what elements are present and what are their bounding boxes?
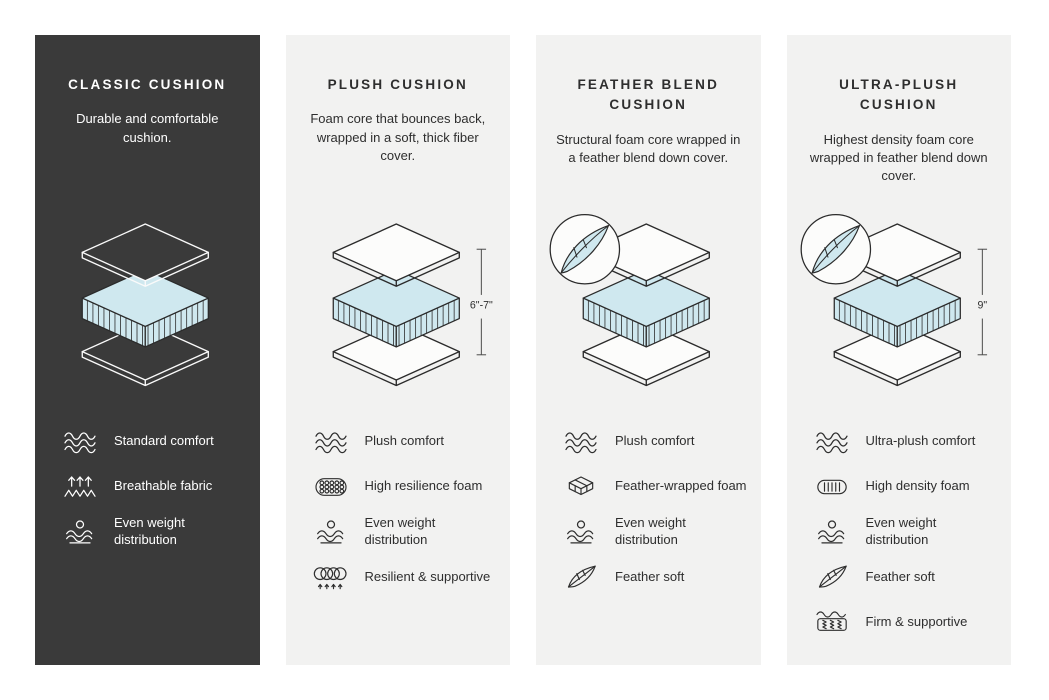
card-title: FEATHER BLEND CUSHION <box>577 77 720 113</box>
measurement-label: 6"-7" <box>469 300 492 312</box>
card-header: CLASSIC CUSHION Durable and comfortable … <box>35 75 260 193</box>
feature-row: Even weight distribution <box>811 515 1002 549</box>
feature-row: Even weight distribution <box>310 515 501 549</box>
cushion-layers-illustration: 9" <box>800 214 987 387</box>
feature-label: Feather soft <box>865 568 935 584</box>
foam-core-layer <box>582 269 710 348</box>
feature-list: Plush comfort Feather-wrapped foam Even … <box>536 425 761 606</box>
feature-label: Standard comfort <box>114 433 214 449</box>
feature-row: High density foam <box>811 470 1002 503</box>
card-header: PLUSH CUSHION Foam core that bounces bac… <box>286 75 511 193</box>
feature-list: Ultra-plush comfort High density foam Ev… <box>787 425 1012 651</box>
cushion-card-feather-blend: FEATHER BLEND CUSHION Structural foam co… <box>536 35 761 665</box>
feature-label: Ultra-plush comfort <box>865 433 976 449</box>
card-title: ULTRA-PLUSH CUSHION <box>839 77 959 113</box>
feature-label: Firm & supportive <box>865 613 968 629</box>
feather-icon <box>560 562 602 592</box>
feature-list: Plush comfort High resilience foam Even … <box>286 425 511 606</box>
cushion-layers-illustration: 6"-7" <box>332 223 493 387</box>
cushion-layers-illustration <box>549 214 710 387</box>
foam-core-layer <box>833 269 961 348</box>
feature-row: Feather-wrapped foam <box>560 470 751 503</box>
waves-icon <box>59 427 101 457</box>
bottom-cover-layer <box>332 322 460 387</box>
feature-label: High resilience foam <box>364 478 483 494</box>
feature-label: Resilient & supportive <box>364 568 491 584</box>
waves-icon <box>310 427 352 457</box>
feature-row: Resilient & supportive <box>310 561 501 594</box>
feature-list: Standard comfort Breathable fabric Even … <box>35 425 260 561</box>
honeycomb-foam-icon <box>310 472 352 502</box>
feature-row: Feather soft <box>811 561 1002 594</box>
measurement: 9" <box>977 248 987 356</box>
cushion-card-plush: PLUSH CUSHION Foam core that bounces bac… <box>285 35 511 665</box>
feature-row: Even weight distribution <box>59 515 250 549</box>
feature-row: Ultra-plush comfort <box>811 425 1002 458</box>
foam-core-layer <box>332 269 460 348</box>
feature-label: Feather soft <box>615 568 685 584</box>
feature-row: Feather soft <box>560 561 751 594</box>
feature-row: Even weight distribution <box>560 515 751 549</box>
feature-row: Firm & supportive <box>811 606 1002 639</box>
comparison-row: CLASSIC CUSHION Durable and comfortable … <box>35 35 1011 665</box>
waves-icon <box>811 427 853 457</box>
card-header: ULTRA-PLUSH CUSHION Highest density foam… <box>787 75 1012 193</box>
feature-label: Feather-wrapped foam <box>615 478 747 494</box>
cushion-card-classic: CLASSIC CUSHION Durable and comfortable … <box>35 35 260 665</box>
card-description: Durable and comfortable cushion. <box>76 111 219 145</box>
even-weight-icon <box>59 517 101 547</box>
density-foam-icon <box>811 472 853 502</box>
card-header: FEATHER BLEND CUSHION Structural foam co… <box>536 75 761 193</box>
feather-badge-icon <box>560 225 610 274</box>
feature-row: Standard comfort <box>59 425 250 458</box>
top-cover-layer <box>332 223 460 288</box>
feature-label: Plush comfort <box>615 433 695 449</box>
bricks-foam-icon <box>560 472 602 502</box>
feature-label: High density foam <box>865 478 970 494</box>
feather-icon <box>811 562 853 592</box>
feature-label: Breathable fabric <box>114 478 213 494</box>
bottom-cover-layer <box>833 322 961 387</box>
feature-row: Plush comfort <box>560 425 751 458</box>
feature-label: Plush comfort <box>364 433 444 449</box>
cushion-diagram <box>536 193 761 413</box>
feather-badge-icon <box>811 225 860 274</box>
even-weight-icon <box>560 517 602 547</box>
feather-badge <box>800 214 871 285</box>
measurement-label: 9" <box>977 300 987 312</box>
cushion-diagram: 6"-7" <box>286 193 511 413</box>
cushion-diagram <box>35 193 260 413</box>
top-cover-layer <box>81 223 209 288</box>
feature-row: High resilience foam <box>310 470 501 503</box>
card-description: Highest density foam core wrapped in fea… <box>809 131 988 184</box>
measurement: 6"-7" <box>469 248 493 356</box>
card-description: Structural foam core wrapped in a feathe… <box>556 131 741 165</box>
mattress-coil-icon <box>811 607 853 637</box>
feature-label: Even weight distribution <box>865 515 937 547</box>
card-description: Foam core that bounces back, wrapped in … <box>310 111 486 164</box>
card-title: CLASSIC CUSHION <box>68 77 227 92</box>
card-title: PLUSH CUSHION <box>327 77 468 92</box>
bottom-cover-layer <box>582 322 710 387</box>
even-weight-icon <box>811 517 853 547</box>
bottom-cover-layer <box>81 322 209 387</box>
cushion-diagram: 9" <box>787 193 1012 413</box>
feature-label: Even weight distribution <box>615 515 686 547</box>
waves-icon <box>560 427 602 457</box>
foam-core-layer <box>81 269 209 348</box>
feather-badge <box>549 214 621 285</box>
spring-icon <box>310 562 352 592</box>
cushion-layers-illustration <box>81 223 209 387</box>
cushion-card-ultra-plush: ULTRA-PLUSH CUSHION Highest density foam… <box>786 35 1012 665</box>
breathable-fabric-icon <box>59 472 101 502</box>
even-weight-icon <box>310 517 352 547</box>
feature-row: Breathable fabric <box>59 470 250 503</box>
feature-row: Plush comfort <box>310 425 501 458</box>
feature-label: Even weight distribution <box>114 515 185 547</box>
feature-label: Even weight distribution <box>364 515 436 547</box>
